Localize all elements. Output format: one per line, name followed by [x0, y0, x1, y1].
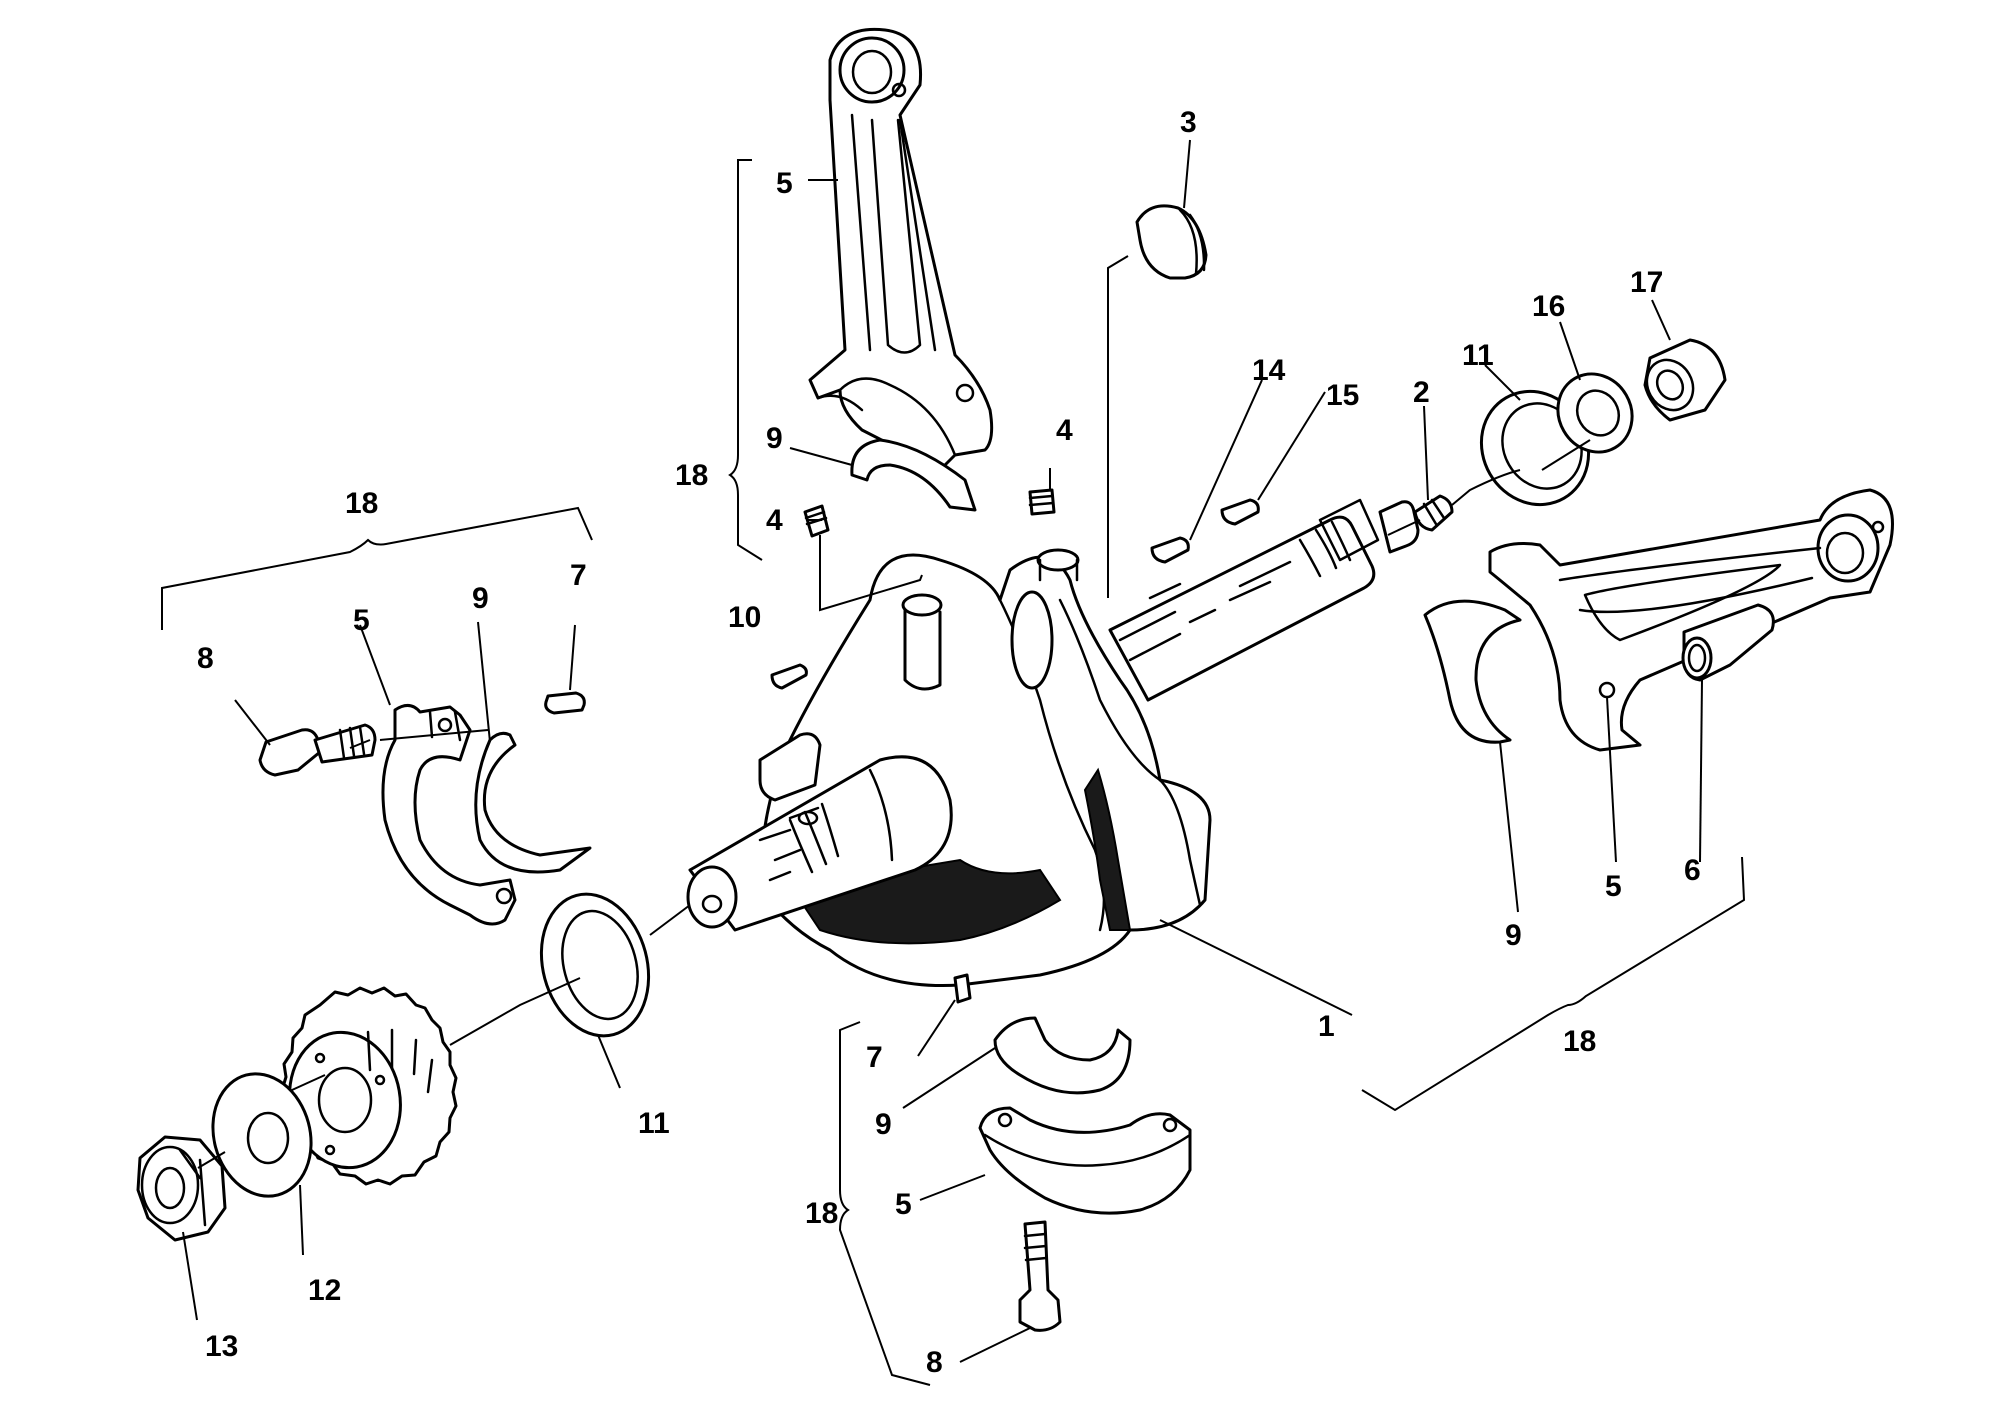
callout-3: 3: [1180, 106, 1197, 139]
callout-1: 1: [1318, 1010, 1335, 1043]
dowel-pin-bottom: [953, 973, 972, 1004]
callout-11-right: 11: [1462, 339, 1494, 372]
grub-screw-4b: [1028, 488, 1056, 516]
plug-3: [1135, 204, 1208, 280]
connecting-rod-top: [808, 27, 994, 472]
callout-labels: 1 2 3 4 4 5 5 5 5 6 7 7 8 8 9 9 9 9 10 1…: [197, 106, 1701, 1379]
callout-18-bottom: 18: [805, 1197, 838, 1230]
callout-8-left: 8: [197, 642, 214, 675]
nut-13: [136, 1135, 227, 1242]
callout-5-left: 5: [353, 604, 370, 637]
callout-5-right: 5: [1605, 870, 1622, 903]
callout-9-left: 9: [472, 582, 489, 615]
bearing-shell-bottom: [993, 1016, 1132, 1095]
crankshaft-part: [686, 498, 1420, 988]
key-14: [1150, 536, 1190, 564]
callout-5-bottom: 5: [895, 1188, 912, 1221]
callout-12: 12: [308, 1274, 341, 1307]
rod-cap-bottom: [978, 1106, 1192, 1215]
dowel-pin-left: [544, 691, 586, 715]
timing-gear: [280, 986, 458, 1186]
callout-18-top: 18: [675, 459, 708, 492]
callout-8-bottom: 8: [926, 1346, 943, 1379]
callout-4a: 4: [1056, 414, 1073, 447]
group-bracket-left: [161, 506, 593, 630]
callout-7-bottom: 7: [866, 1041, 883, 1074]
key-15: [1220, 498, 1260, 526]
rod-cap-left: [381, 704, 517, 926]
bolt-bottom: [1018, 1220, 1062, 1332]
callout-15: 15: [1326, 379, 1359, 412]
nut-right: [1643, 338, 1727, 422]
bearing-shell-right: [1423, 599, 1522, 744]
callout-13: 13: [205, 1330, 238, 1363]
callout-14: 14: [1252, 354, 1286, 387]
callout-18-top-left: 18: [345, 487, 378, 520]
callout-9-right: 9: [1505, 919, 1522, 952]
callout-9-bottom: 9: [875, 1108, 892, 1141]
bushing-right: [1681, 603, 1775, 682]
callout-6: 6: [1684, 854, 1701, 887]
washer-right: [1556, 372, 1634, 454]
callout-5-top: 5: [776, 167, 793, 200]
callout-4b: 4: [766, 504, 783, 537]
callout-16: 16: [1532, 290, 1565, 323]
key-10: [770, 663, 808, 690]
grub-screw-2: [1413, 494, 1454, 532]
callout-9-top: 9: [766, 422, 783, 455]
callout-7-left: 7: [570, 559, 587, 592]
bearing-shell-top: [850, 438, 977, 512]
callout-11-left: 11: [638, 1107, 670, 1140]
bolt-left: [258, 723, 377, 777]
callout-17: 17: [1630, 266, 1663, 299]
callout-18-right: 18: [1563, 1025, 1596, 1058]
callout-2: 2: [1413, 376, 1430, 409]
callout-10: 10: [728, 601, 761, 634]
group-bracket-right: [1361, 856, 1746, 1112]
leader-lines: [182, 139, 1703, 1363]
washer-12: [211, 1072, 313, 1198]
group-bracket-top: [728, 159, 763, 561]
oil-seal-left: [539, 892, 651, 1038]
bearing-shell-left: [474, 731, 592, 874]
group-bracket-bottom: [838, 1021, 931, 1386]
connecting-rod-right: [1488, 488, 1894, 752]
